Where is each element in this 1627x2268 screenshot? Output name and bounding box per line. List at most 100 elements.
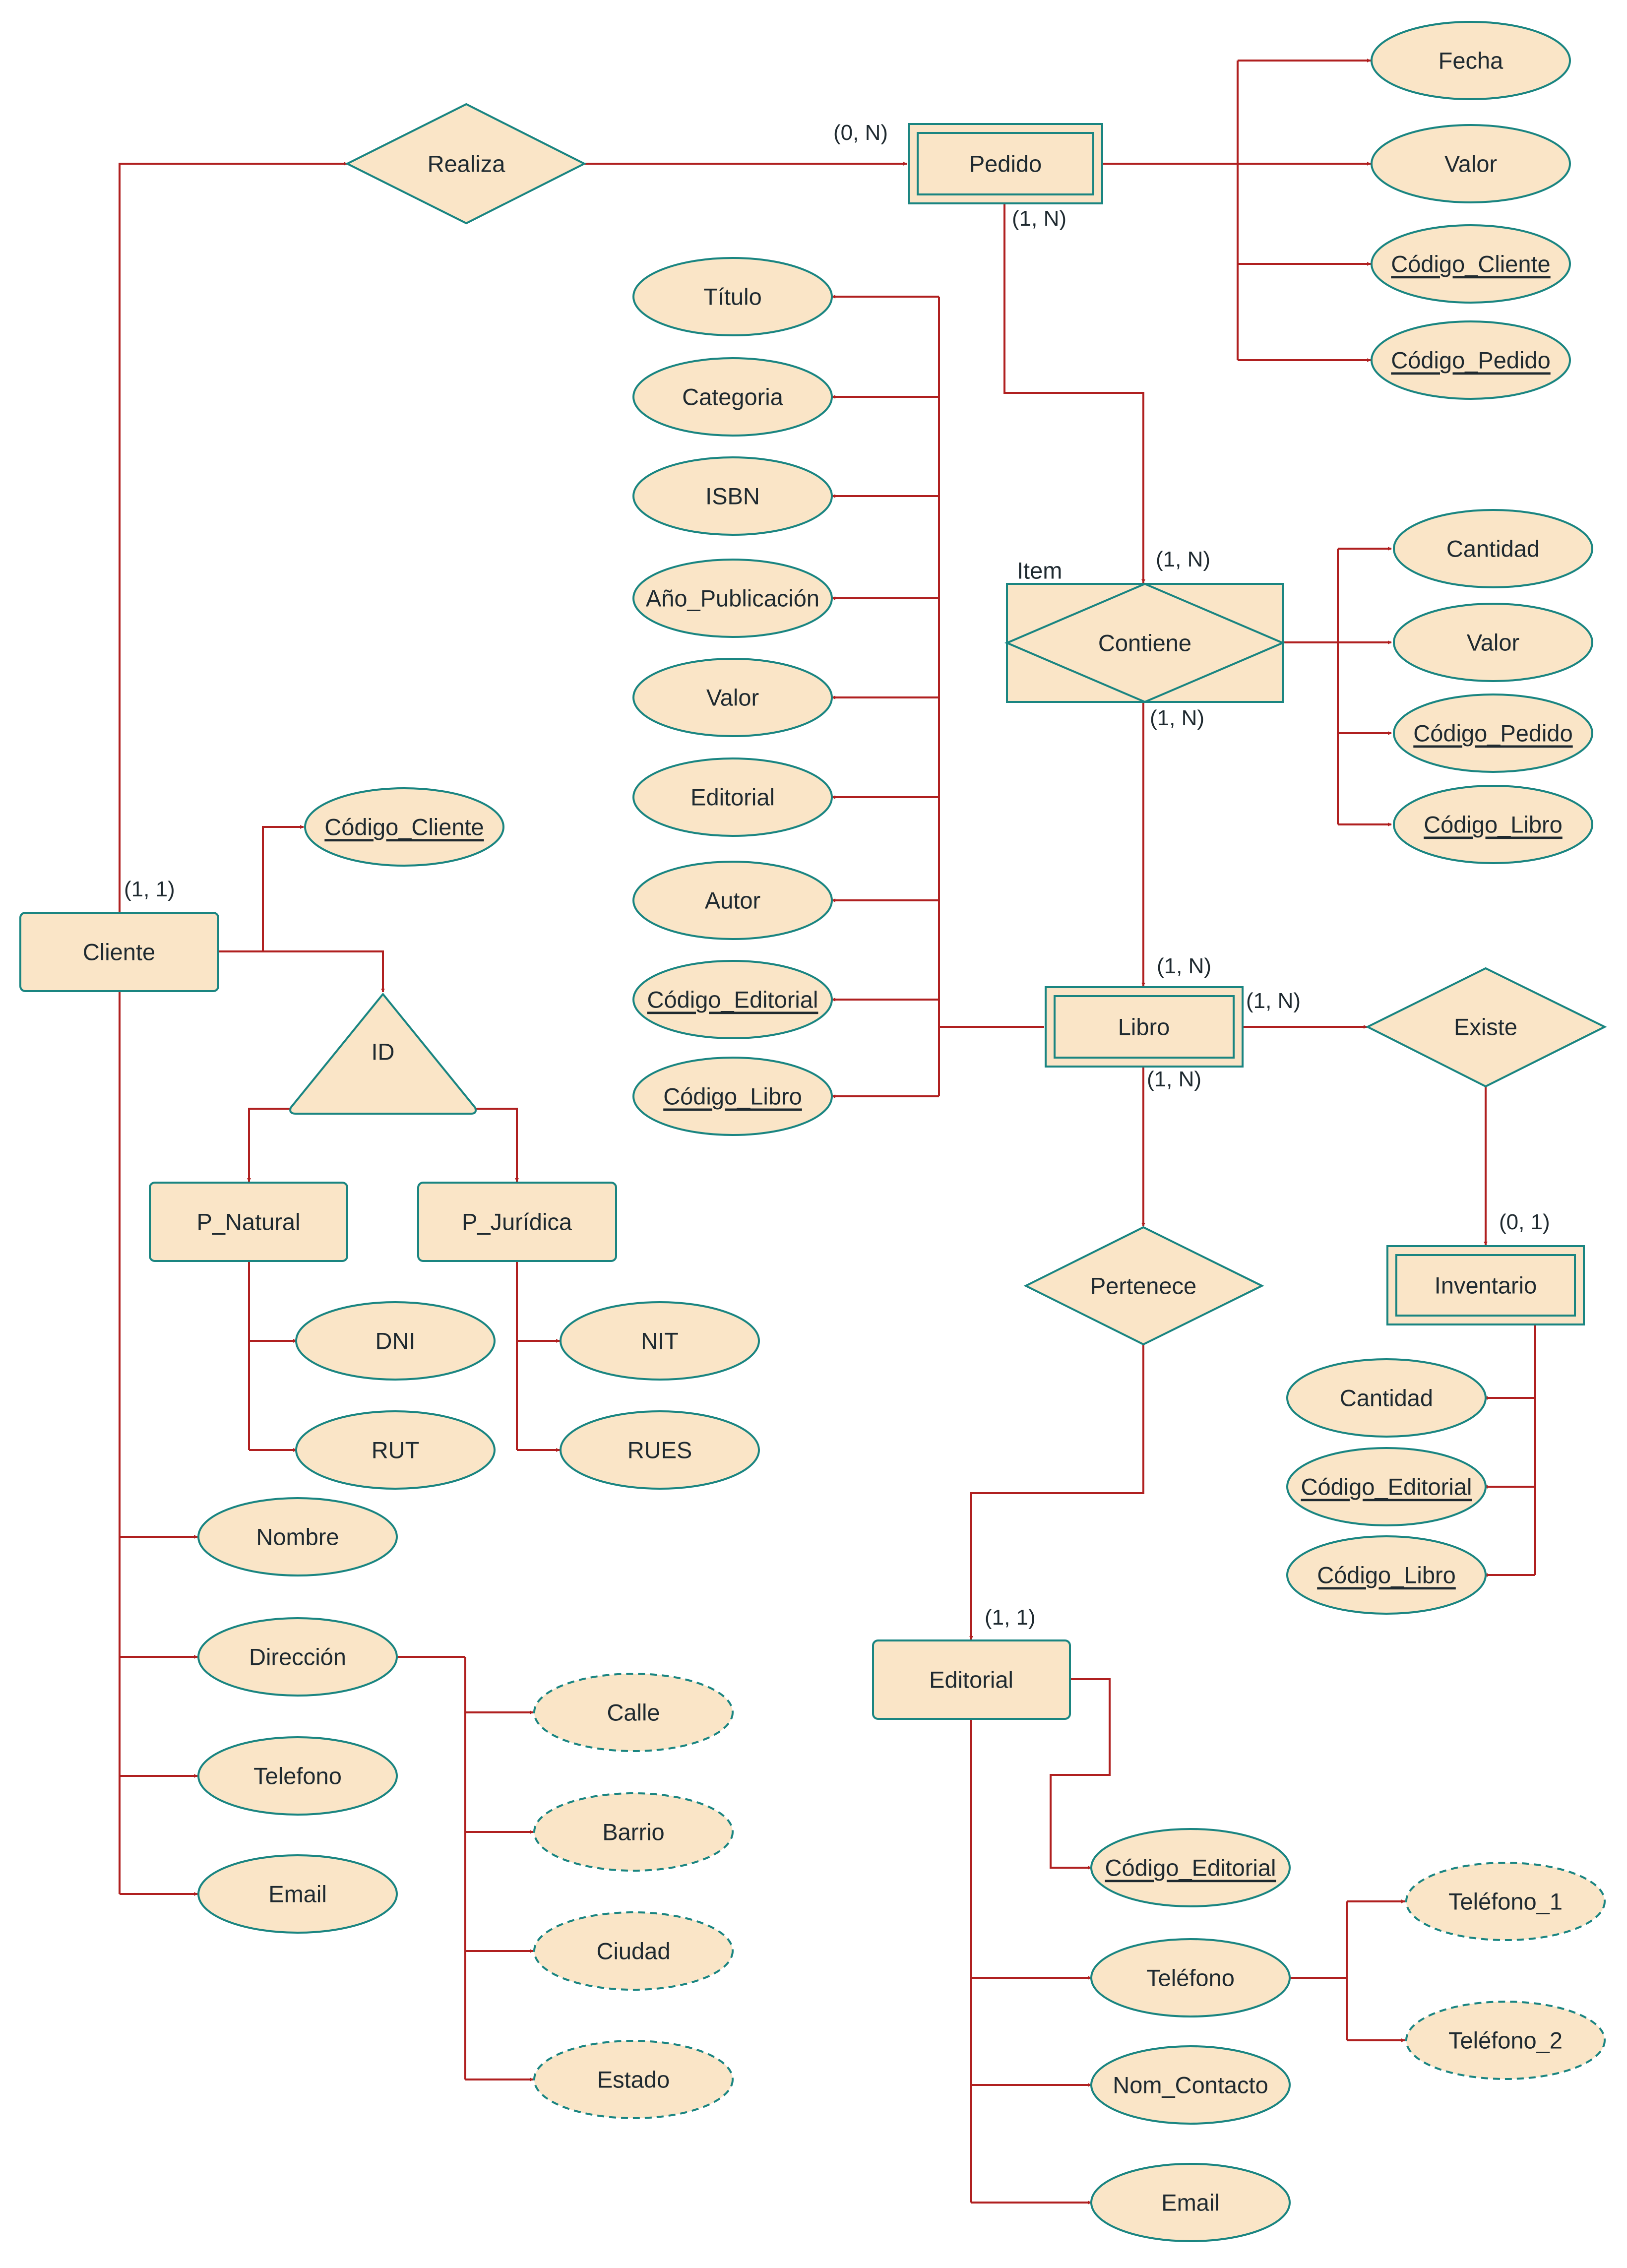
svg-text:Código_Editorial: Código_Editorial — [1105, 1855, 1276, 1881]
entity-cliente[interactable]: Cliente — [19, 912, 219, 992]
relationship-label: ID — [372, 1039, 395, 1065]
cardinality-labels: (0, N) (1, N) (1, N) (1, N) (1, N) (1, N… — [124, 121, 1550, 1630]
edge-id-pnatural — [247, 1108, 293, 1182]
attribute-codigo-editorial-libro[interactable]: Código_Editorial — [632, 960, 833, 1039]
entity-pedido[interactable]: Pedido — [908, 123, 1103, 204]
svg-text:Valor: Valor — [1467, 630, 1519, 656]
attribute-anio-publicacion[interactable]: Año_Publicación — [632, 559, 833, 638]
entity-label: Editorial — [929, 1667, 1013, 1693]
svg-text:Cantidad: Cantidad — [1340, 1385, 1433, 1411]
entity-libro[interactable]: Libro — [1045, 986, 1244, 1068]
attribute-nit[interactable]: NIT — [560, 1301, 760, 1381]
attribute-cantidad-inventario[interactable]: Cantidad — [1286, 1358, 1487, 1438]
entity-inventario[interactable]: Inventario — [1386, 1245, 1585, 1325]
svg-text:RUT: RUT — [372, 1437, 420, 1463]
associative-entity-label: Item — [1017, 558, 1062, 584]
attribute-direccion[interactable]: Dirección — [197, 1617, 398, 1697]
attribute-valor-libro[interactable]: Valor — [632, 658, 833, 737]
attribute-rues[interactable]: RUES — [560, 1410, 760, 1490]
svg-text:Valor: Valor — [706, 685, 759, 711]
attribute-codigo-editorial[interactable]: Código_Editorial — [1090, 1828, 1291, 1907]
edge-pedido-attrs — [1102, 61, 1239, 360]
attribute-codigo-pedido[interactable]: Código_Pedido — [1371, 320, 1571, 400]
svg-text:Código_Libro: Código_Libro — [1424, 812, 1563, 838]
attribute-barrio[interactable]: Barrio — [533, 1792, 734, 1872]
attribute-editorial[interactable]: Editorial — [632, 757, 833, 837]
cardinality-libro-top: (1, N) — [1157, 954, 1211, 978]
entity-label: Inventario — [1435, 1272, 1537, 1299]
attribute-dni[interactable]: DNI — [295, 1301, 496, 1381]
specialization-id[interactable]: ID — [289, 993, 477, 1115]
attribute-codigo-editorial-inventario[interactable]: Código_Editorial — [1286, 1447, 1487, 1526]
relationship-contiene[interactable]: Contiene — [1004, 582, 1286, 703]
svg-text:Teléfono_1: Teléfono_1 — [1448, 1889, 1563, 1915]
svg-text:Nombre: Nombre — [256, 1524, 339, 1550]
entity-p-juridica[interactable]: P_Jurídica — [417, 1182, 617, 1262]
relationship-realiza[interactable]: Realiza — [345, 103, 587, 225]
svg-text:Valor: Valor — [1444, 151, 1497, 177]
svg-text:Email: Email — [1161, 2190, 1220, 2216]
entity-p-natural[interactable]: P_Natural — [149, 1182, 348, 1262]
attribute-telefono-cliente[interactable]: Telefono — [197, 1736, 398, 1816]
attribute-estado[interactable]: Estado — [533, 2040, 734, 2119]
edge-contiene-attrs — [1282, 549, 1339, 824]
attribute-calle[interactable]: Calle — [533, 1673, 734, 1752]
attribute-titulo[interactable]: Título — [632, 257, 833, 336]
attribute-telefono-1[interactable]: Teléfono_1 — [1405, 1862, 1606, 1941]
attribute-email-editorial[interactable]: Email — [1090, 2163, 1291, 2242]
svg-text:Telefono: Telefono — [253, 1763, 342, 1789]
cardinality-libro-bottom: (1, N) — [1147, 1067, 1201, 1091]
svg-text:Barrio: Barrio — [602, 1819, 664, 1845]
svg-text:Código_Editorial: Código_Editorial — [647, 987, 818, 1013]
attribute-codigo-cliente[interactable]: Código_Cliente — [304, 787, 504, 867]
cardinality-contiene-top: (1, N) — [1156, 547, 1210, 571]
svg-text:Año_Publicación: Año_Publicación — [646, 585, 819, 612]
attribute-cantidad-item[interactable]: Cantidad — [1393, 509, 1593, 588]
svg-text:Código_Libro: Código_Libro — [663, 1083, 802, 1110]
attribute-isbn[interactable]: ISBN — [632, 456, 833, 536]
entity-editorial[interactable]: Editorial — [872, 1639, 1071, 1720]
svg-text:Ciudad: Ciudad — [597, 1938, 671, 1964]
svg-text:Código_Pedido: Código_Pedido — [1413, 720, 1572, 747]
svg-text:NIT: NIT — [641, 1328, 679, 1354]
edge-pertenece-editorial — [969, 1344, 1144, 1640]
attribute-telefono-editorial[interactable]: Teléfono — [1090, 1938, 1291, 2017]
attribute-codigo-libro[interactable]: Código_Libro — [632, 1057, 833, 1136]
svg-text:Dirección: Dirección — [249, 1644, 346, 1670]
relationship-existe[interactable]: Existe — [1365, 967, 1607, 1088]
attribute-autor[interactable]: Autor — [632, 861, 833, 940]
edges — [119, 59, 1536, 2205]
attribute-email-cliente[interactable]: Email — [197, 1854, 398, 1934]
attribute-ciudad[interactable]: Ciudad — [533, 1911, 734, 1991]
attribute-codigo-cliente-pedido[interactable]: Código_Cliente — [1371, 224, 1571, 304]
attribute-codigo-pedido-item[interactable]: Código_Pedido — [1393, 693, 1593, 773]
attribute-nombre[interactable]: Nombre — [197, 1497, 398, 1576]
entity-label: P_Natural — [197, 1209, 301, 1235]
cardinality-inventario: (0, 1) — [1499, 1210, 1550, 1234]
attribute-codigo-libro-inventario[interactable]: Código_Libro — [1286, 1535, 1487, 1615]
relationship-label: Realiza — [428, 151, 506, 177]
svg-text:RUES: RUES — [627, 1437, 692, 1463]
svg-text:Código_Cliente: Código_Cliente — [1391, 251, 1550, 277]
entity-label: Cliente — [83, 939, 155, 965]
svg-text:Fecha: Fecha — [1439, 48, 1503, 74]
cardinality-libro-right: (1, N) — [1246, 989, 1301, 1013]
attribute-valor-pedido[interactable]: Valor — [1371, 124, 1571, 203]
svg-text:Teléfono: Teléfono — [1146, 1965, 1235, 1991]
svg-text:Teléfono_2: Teléfono_2 — [1448, 2027, 1563, 2054]
attribute-rut[interactable]: RUT — [295, 1410, 496, 1490]
attribute-categoria[interactable]: Categoria — [632, 357, 833, 437]
relationship-label: Contiene — [1098, 630, 1191, 656]
attribute-valor-item[interactable]: Valor — [1393, 603, 1593, 682]
svg-text:Código_Libro: Código_Libro — [1317, 1562, 1456, 1588]
cardinality-realiza-pedido: (0, N) — [833, 121, 888, 145]
attribute-codigo-libro-item[interactable]: Código_Libro — [1393, 785, 1593, 864]
svg-text:Código_Pedido: Código_Pedido — [1391, 347, 1550, 374]
edge-pedido-contiene — [1003, 203, 1145, 583]
attribute-fecha[interactable]: Fecha — [1371, 21, 1571, 100]
attribute-nom-contacto[interactable]: Nom_Contacto — [1090, 2045, 1291, 2125]
svg-text:Código_Cliente: Código_Cliente — [324, 814, 484, 840]
relationship-pertenece[interactable]: Pertenece — [1023, 1226, 1264, 1346]
attribute-telefono-2[interactable]: Teléfono_2 — [1405, 2001, 1606, 2080]
